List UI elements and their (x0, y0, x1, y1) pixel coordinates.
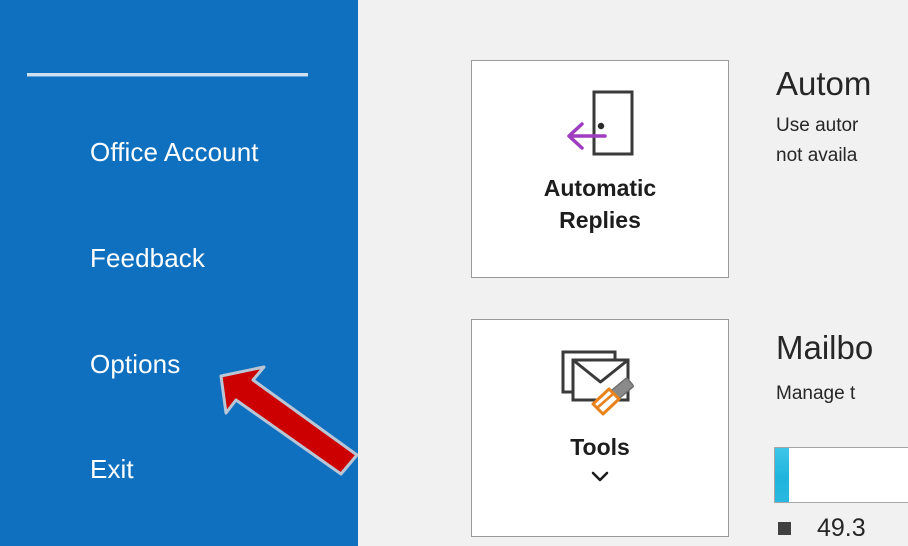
mailbox-usage-value: 49.3 (817, 514, 866, 542)
sidebar-item-label: Exit (90, 454, 134, 484)
sidebar-item-feedback[interactable]: Feedback (0, 245, 358, 271)
sidebar-item-office-account[interactable]: Office Account (0, 139, 358, 165)
tools-button[interactable]: Tools (471, 319, 729, 537)
tile-label: Tools (570, 432, 630, 464)
sidebar-item-label: Options (90, 349, 181, 379)
legend-square-icon (778, 522, 791, 535)
mailbox-settings-section: Mailbo Manage t (776, 330, 908, 408)
tile-label-line2: Replies (559, 206, 641, 233)
door-with-left-arrow-icon (561, 83, 639, 169)
sidebar-item-label: Feedback (90, 243, 205, 273)
automatic-replies-heading: Autom (776, 66, 872, 102)
tile-label: Automatic Replies (544, 173, 656, 236)
sidebar-divider (27, 73, 308, 76)
sidebar-item-options[interactable]: Options (0, 351, 358, 377)
chevron-down-icon[interactable] (589, 470, 611, 489)
automatic-replies-section: Autom Use autor not availa (776, 66, 908, 169)
backstage-sidebar: Office Account Feedback Options Exit (0, 0, 362, 546)
automatic-replies-button[interactable]: Automatic Replies (471, 60, 729, 278)
mailbox-usage-progress-fill (775, 448, 789, 502)
mailbox-usage-legend: 49.3 (778, 516, 866, 541)
automatic-replies-description-line2: not availa (776, 144, 858, 166)
automatic-replies-description-line1: Use autor (776, 114, 859, 136)
backstage-content: Automatic Replies (358, 0, 908, 546)
mailbox-description: Manage t (776, 382, 856, 404)
sidebar-item-label: Office Account (90, 137, 259, 167)
mailbox-heading: Mailbo (776, 330, 874, 366)
envelope-with-brush-icon (557, 342, 643, 428)
tile-label-line1: Tools (570, 434, 630, 460)
tile-label-line1: Automatic (543, 175, 657, 201)
mailbox-usage-progress-bar (774, 447, 908, 503)
sidebar-item-exit[interactable]: Exit (0, 456, 358, 482)
